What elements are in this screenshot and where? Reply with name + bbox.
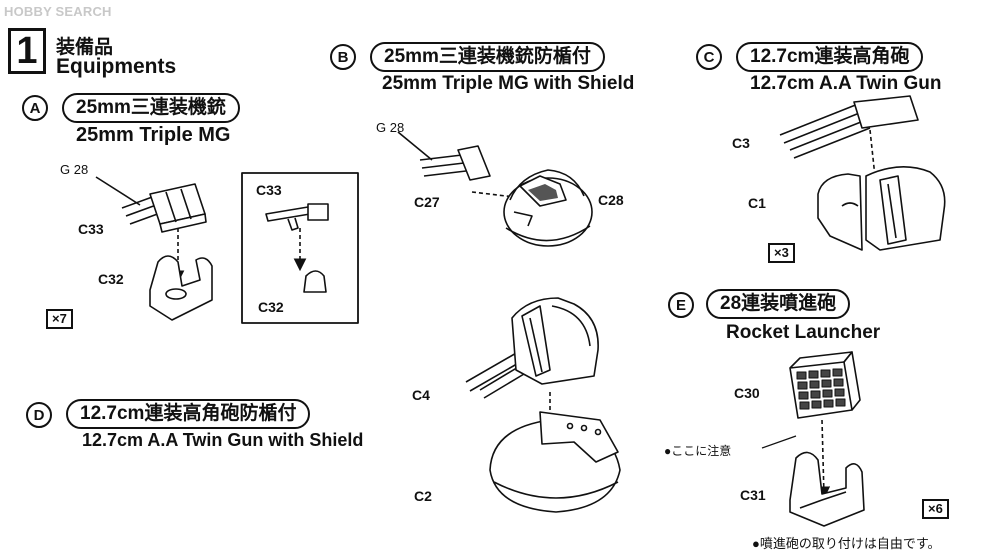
part-c-barrels: C3: [732, 135, 750, 151]
section-a-title-jp: 25mm三連装機銃: [62, 93, 240, 123]
part-d-turret: C4: [412, 387, 430, 403]
section-e-quantity: ×6: [922, 499, 949, 519]
section-e-caution: ●ここに注意: [664, 444, 732, 458]
section-e-title-jp: 28連装噴進砲: [706, 289, 851, 319]
part-a-gate: G 28: [60, 162, 89, 177]
section-a-marker: A: [22, 95, 48, 121]
section-d-title-en: 12.7cm A.A Twin Gun with Shield: [82, 430, 364, 450]
section-e-letter: E: [675, 296, 686, 314]
section-b-letter: B: [337, 48, 349, 66]
section-c-title-jp: 12.7cm連装高角砲: [736, 42, 924, 72]
triple-mg-b-drawing: [397, 131, 593, 247]
part-a-mount: C32: [98, 271, 124, 287]
triple-mg-a-drawing: [95, 176, 213, 321]
section-a-quantity: ×7: [46, 309, 73, 329]
section-e-marker: E: [668, 292, 694, 318]
section-c-quantity: ×3: [768, 243, 795, 263]
part-c-mount: C1: [748, 195, 766, 211]
section-b-marker: B: [330, 44, 356, 70]
section-c-letter: C: [703, 48, 715, 66]
part-e-launcher: C30: [734, 385, 760, 401]
section-a-title-en: 25mm Triple MG: [76, 124, 231, 146]
triple-mg-inset-drawing: [265, 203, 329, 293]
part-a-inset-gun: C33: [256, 182, 282, 198]
twin-gun-c-drawing: [779, 95, 946, 251]
watermark-logo-text: HOBBY SEARCH: [4, 4, 112, 19]
hobby-search-watermark: HOBBY SEARCH: [4, 4, 112, 19]
triple-mg-inset-box: [241, 172, 359, 324]
section-b-title-jp: 25mm三連装機銃防楯付: [370, 42, 605, 72]
rocket-launcher-e-drawing: [761, 351, 865, 527]
part-b-gun: C27: [414, 194, 440, 210]
section-a-letter: A: [29, 99, 41, 117]
step-number: 1: [16, 29, 38, 72]
section-d-letter: D: [33, 406, 45, 424]
section-e-title-en: Rocket Launcher: [726, 322, 881, 343]
part-b-gate: G 28: [376, 120, 405, 135]
section-c-marker: C: [696, 44, 722, 70]
section-d-marker: D: [26, 402, 52, 428]
step-number-box: 1: [8, 28, 46, 74]
twin-gun-d-drawing: [465, 297, 621, 513]
section-b-title-en: 25mm Triple MG with Shield: [382, 73, 635, 94]
part-d-base: C2: [414, 488, 432, 504]
step-title-jp: 装備品: [56, 37, 114, 58]
section-d-title-jp: 12.7cm連装高角砲防楯付: [66, 399, 311, 429]
section-c-title-en: 12.7cm A.A Twin Gun: [750, 73, 942, 94]
step-title-en: Equipments: [56, 55, 177, 78]
part-e-mount: C31: [740, 487, 766, 503]
part-a-gun: C33: [78, 221, 104, 237]
part-b-shield: C28: [598, 192, 624, 208]
section-e-footnote: ●噴進砲の取り付けは自由です。: [752, 536, 941, 551]
part-a-inset-mount: C32: [258, 299, 284, 315]
